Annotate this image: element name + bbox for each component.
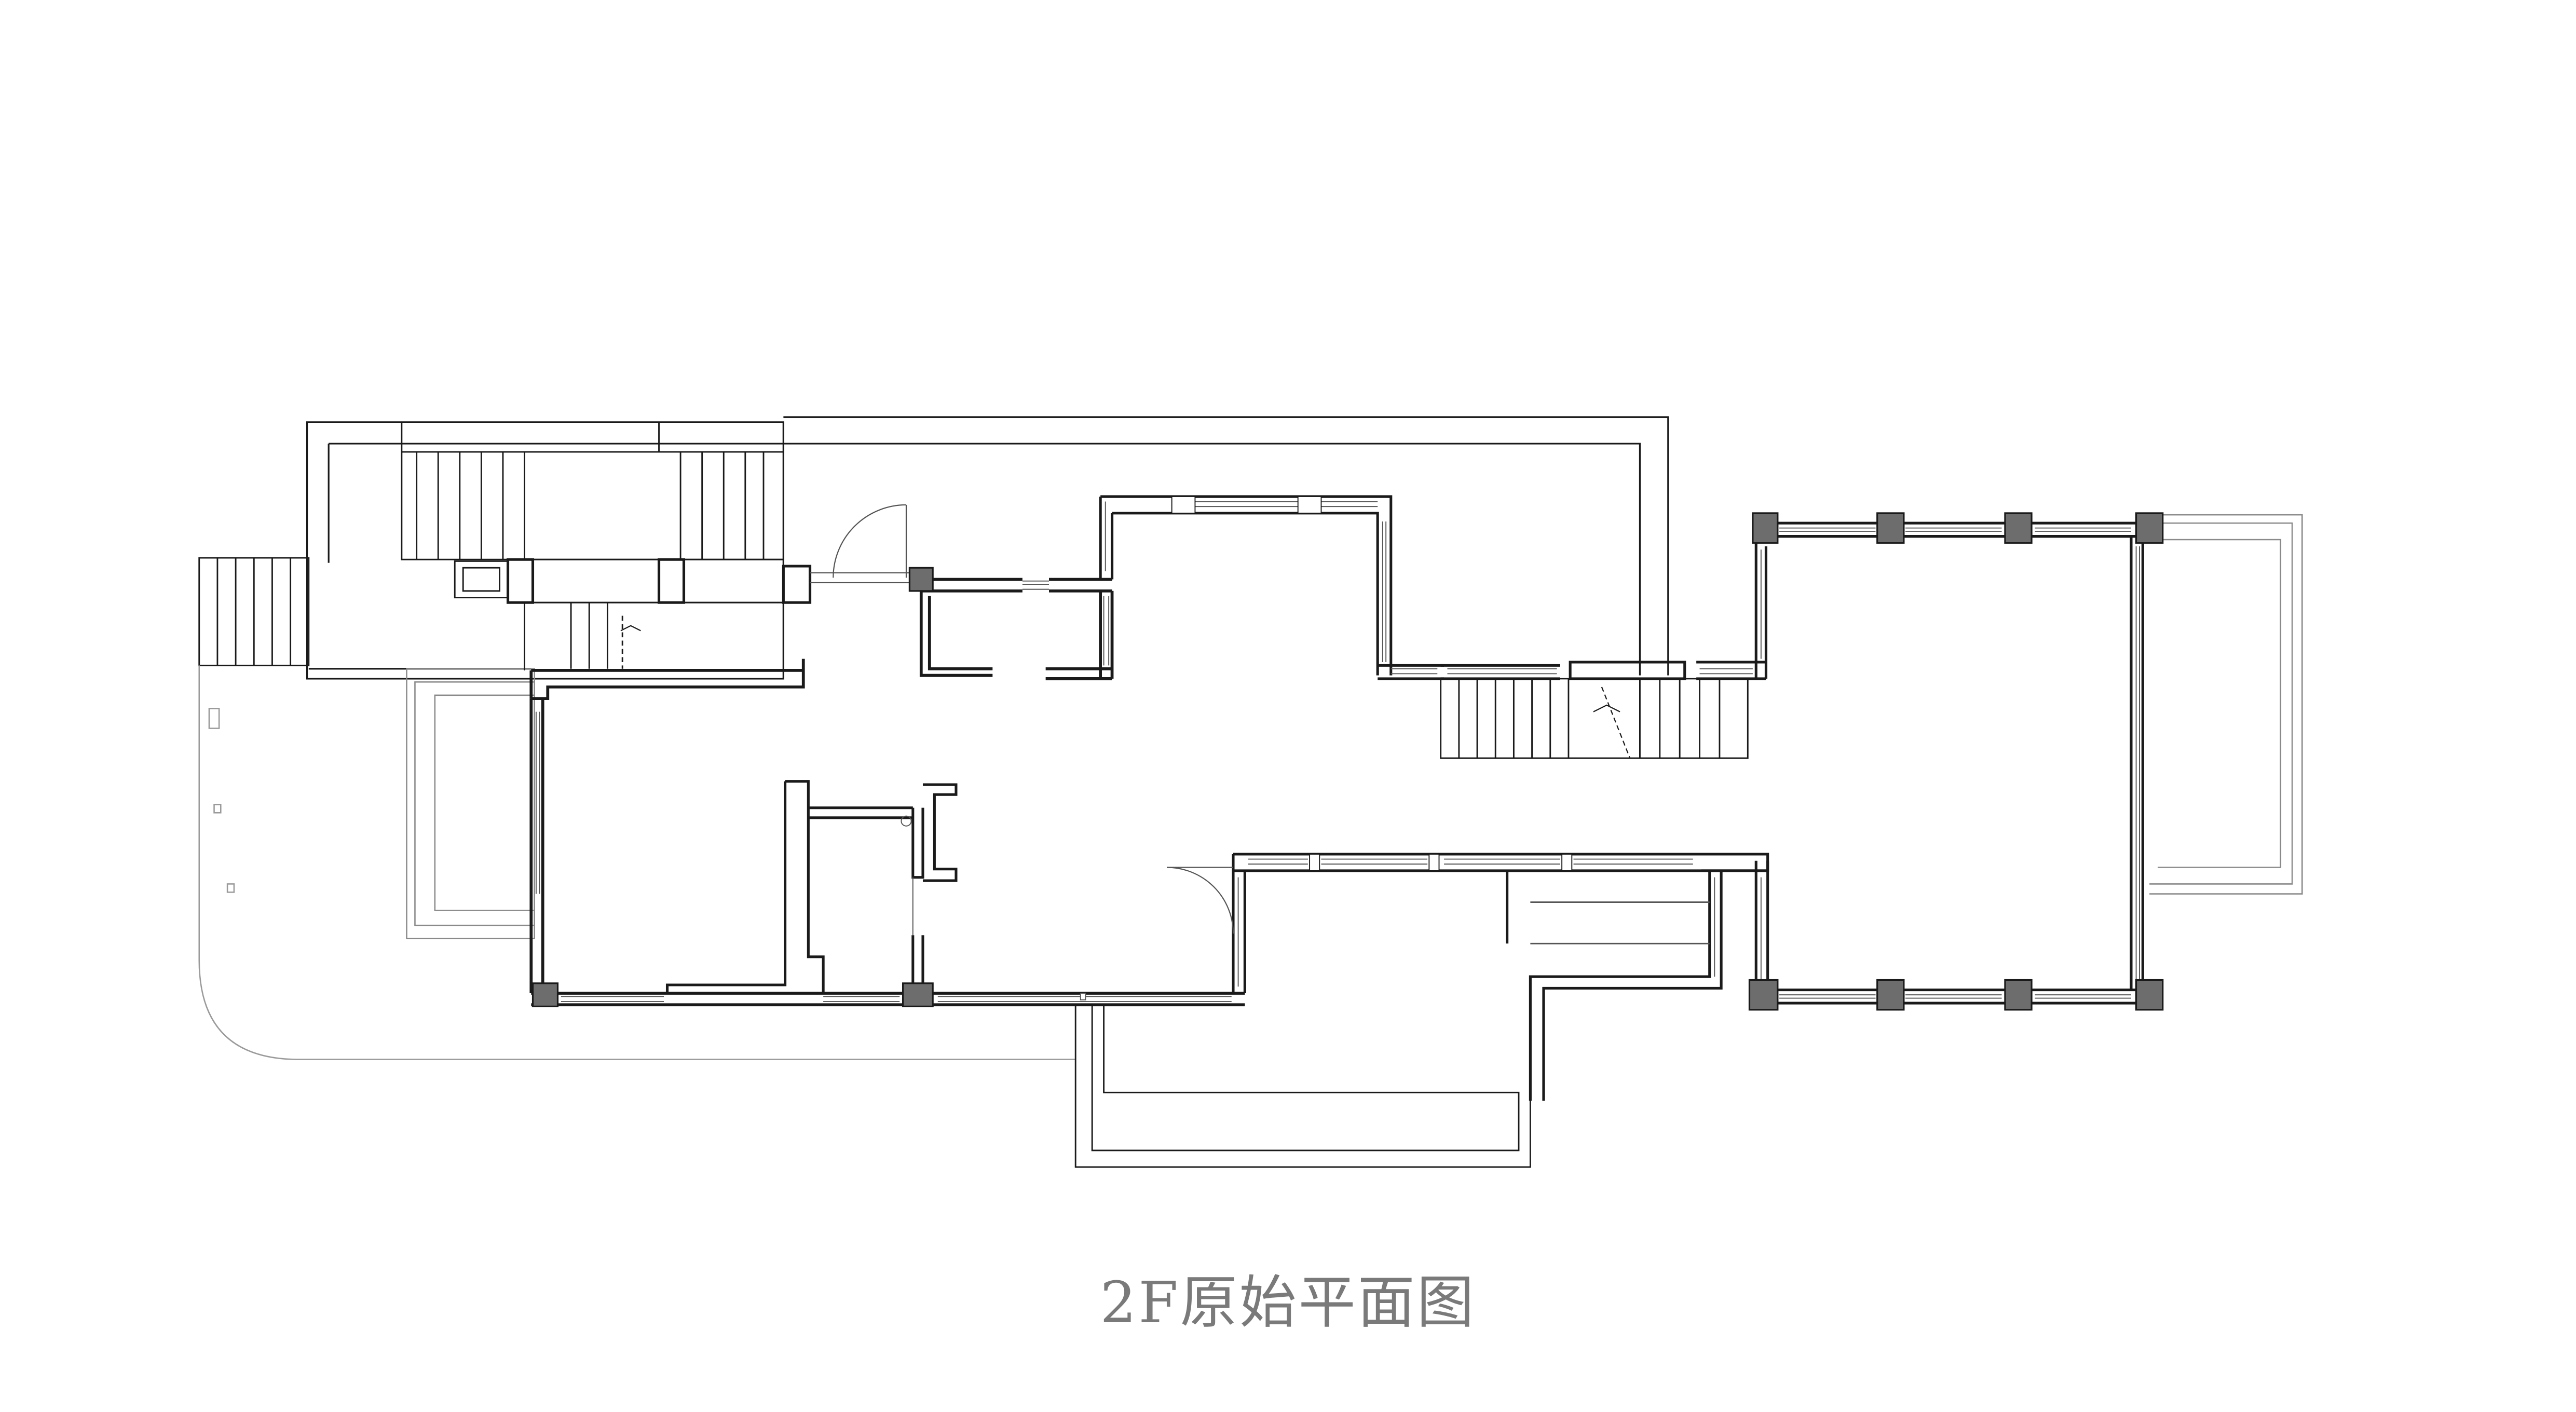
entry-door [810,504,910,583]
stair-interior-upper [506,558,812,679]
right-wing-windows [1760,527,2140,999]
lower-utility-windows [1237,854,1715,987]
exterior-walls [529,659,1245,1007]
bathroom-block [919,578,1114,680]
partition-details [901,815,914,936]
column [908,567,934,592]
lower-door [1167,867,1234,934]
bathroom-window [1022,580,1110,666]
column [2135,512,2164,544]
stair-central-right [1440,678,1749,759]
column [531,982,559,1008]
structural-columns [531,512,2164,1011]
column [2004,979,2033,1011]
roof-outline [306,416,1669,680]
bottom-wall-window [561,992,1232,1002]
stair-exterior-left [198,557,310,666]
column [2135,979,2164,1011]
central-wall-windows [1391,550,1762,675]
right-wing-walls [1754,522,2150,1005]
column [1876,512,1905,544]
column [1752,512,1779,544]
drawing-title: 2F原始平面图 [1100,1269,1476,1336]
central-wall-segments [1378,538,1768,680]
left-wall-window [535,711,540,894]
column [1748,979,1779,1011]
left-balcony [406,668,535,939]
stair-upper-left [401,421,784,598]
upper-central-room [1099,495,1393,676]
garden-boundary [198,665,1076,1060]
column [902,982,934,1008]
lower-terrace [1074,1005,1531,1168]
column [1876,979,1905,1011]
right-balcony [2149,514,2303,895]
interior-partition [665,780,958,993]
upper-room-window [1105,496,1387,662]
lower-utility-walls [1232,853,1769,1101]
column [2004,512,2033,544]
